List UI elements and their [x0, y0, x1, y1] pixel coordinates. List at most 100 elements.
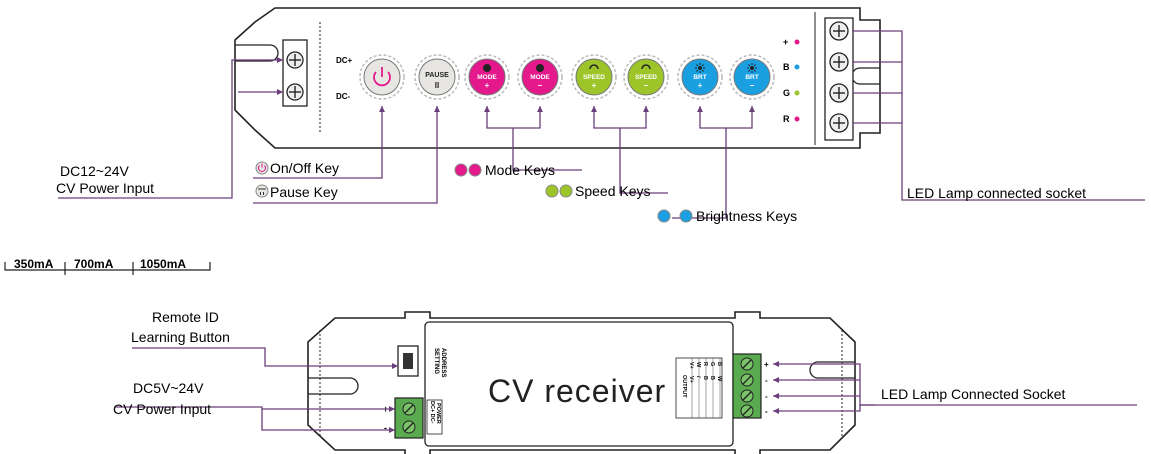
led-socket-label-bottom: LED Lamp Connected Socket [881, 386, 1066, 402]
top-arrowheads [277, 57, 755, 112]
receiver-tab-right [809, 361, 855, 379]
brt-plus-button: BRT+ [677, 54, 723, 100]
button-bottom-text: + [698, 81, 703, 90]
dc-plus-label: DC+ [336, 56, 353, 65]
brightness-icon [747, 63, 757, 73]
receiver-out-label-4: - [765, 407, 768, 416]
power-icon [373, 67, 391, 87]
output-cell: V+ [688, 362, 694, 369]
button-top-text: MODE [530, 74, 550, 81]
output-cell: V+ [688, 376, 694, 383]
brightness-mini-icon [657, 209, 693, 223]
speed-icon [641, 64, 651, 70]
output-cell: R [702, 362, 708, 366]
input-screw-1 [286, 51, 304, 69]
button-bottom-text: − [750, 81, 755, 90]
output-screw-g [829, 83, 849, 103]
speed-plus-button: SPEED+ [571, 54, 617, 100]
mode-icon [483, 64, 491, 72]
button-top-text: BRT [745, 74, 758, 81]
power-input-line2: CV Power Input [56, 180, 154, 196]
output-cell: B [702, 376, 708, 380]
remote-id-line1: Remote ID [152, 309, 219, 325]
power-label-2: DC+ DC- [429, 401, 435, 424]
button-bottom-text: + [592, 81, 597, 90]
bottom-arrowheads [389, 361, 779, 433]
receiver-input-screw-1 [402, 402, 416, 416]
receiver-output-screw-2 [740, 373, 754, 387]
output-cell: W [695, 362, 701, 368]
output-header: OUTPUT [681, 375, 687, 398]
bottom-callout-lines [115, 347, 1137, 431]
button-top-text: MODE [477, 74, 497, 81]
onoff-mini-icon [255, 161, 269, 175]
receiver-output-screw-1 [740, 357, 754, 371]
mount-tab-left [235, 44, 279, 62]
mode-mini-icon [454, 163, 482, 177]
dc-minus-label: DC- [336, 92, 351, 101]
receiver-output-screw-4 [740, 404, 754, 418]
onoff-key-label: On/Off Key [270, 160, 339, 176]
output-cell: / [695, 376, 701, 378]
mode-keys-label: Mode Keys [485, 162, 555, 178]
power-label-box [426, 399, 443, 435]
pause-button: PAUSE II [414, 54, 460, 100]
output-cell: G [709, 362, 715, 366]
current-700: 700mA [74, 257, 114, 271]
receiver-output-screw-3 [740, 389, 754, 403]
dot-plus [794, 39, 800, 45]
button-bottom-text: − [644, 81, 649, 90]
remote-id-line2: Learning Button [131, 329, 230, 345]
receiver-unit: ADDRESS SETTING + - POWER DC+ DC- CV rec… [307, 311, 856, 454]
input-screw-2 [286, 83, 304, 101]
current-options: 350mA 700mA 1050mA [4, 257, 211, 275]
output-label-r: R [783, 114, 790, 124]
learning-button-cap [403, 353, 413, 369]
power-input-line1: DC12~24V [60, 163, 130, 179]
receiver-input-minus: - [384, 423, 387, 433]
mode-plus-button: MODE+ [464, 54, 510, 100]
address-label-2: SETTING [433, 348, 439, 374]
power-label-1: POWER [435, 403, 441, 424]
receiver-out-label-1: + [764, 360, 769, 369]
brt-minus-button: BRT− [729, 54, 775, 100]
receiver-power-line1: DC5V~24V [133, 380, 204, 396]
receiver-out-label-2: - [765, 376, 768, 385]
dot-g [794, 90, 800, 96]
brightness-icon [695, 63, 705, 73]
button-bottom-text: + [485, 81, 490, 90]
pause-mini-icon [255, 184, 269, 198]
output-cell: W [716, 376, 722, 382]
output-screw-b [829, 52, 849, 72]
button-bottom-text: II [435, 81, 439, 90]
button-bottom-text: − [538, 81, 543, 90]
output-screw-r [829, 113, 849, 133]
button-top-text: SPEED [583, 74, 605, 81]
receiver-title: CV receiver [488, 373, 666, 409]
receiver-tab-left [308, 377, 359, 395]
controller-unit: DC+ DC- + B G R PAUSEIIMODE+MODE−SPEED+S… [234, 7, 881, 149]
speed-minus-button: SPEED− [623, 54, 669, 100]
button-top-text: SPEED [635, 74, 657, 81]
output-cell: B [716, 362, 722, 366]
brightness-keys-label: Brightness Keys [696, 208, 797, 224]
mode-icon [536, 64, 544, 72]
button-top-text: PAUSE [425, 72, 449, 79]
mode-minus-button: MODE− [517, 54, 563, 100]
power-button [359, 54, 405, 100]
output-label-g: G [783, 88, 790, 98]
receiver-input-screw-2 [402, 420, 416, 434]
current-1050: 1050mA [140, 257, 186, 271]
dot-r [794, 116, 800, 122]
speed-keys-label: Speed Keys [575, 183, 651, 199]
address-label-1: ADDRESS [440, 348, 446, 377]
receiver-power-line2: CV Power Input [113, 401, 211, 417]
led-socket-label-top: LED Lamp connected socket [907, 185, 1086, 201]
speed-icon [589, 64, 599, 70]
output-label-b: B [783, 62, 790, 72]
dot-b [794, 64, 800, 70]
button-top-text: BRT [693, 74, 706, 81]
